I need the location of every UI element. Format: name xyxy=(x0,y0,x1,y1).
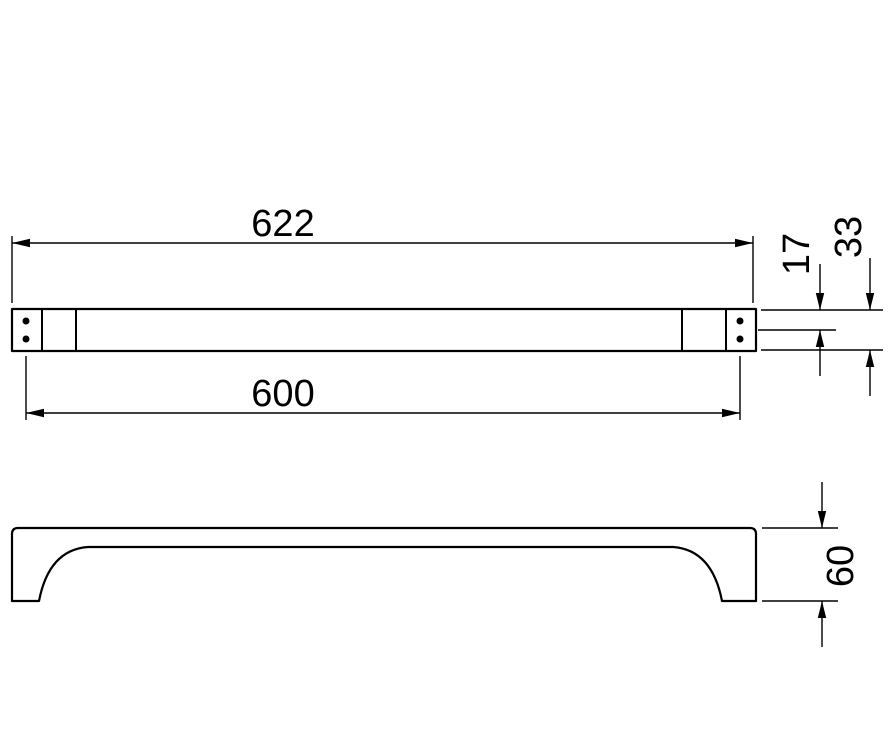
arrowhead-up xyxy=(817,601,827,618)
top-view xyxy=(10,307,758,353)
arrowhead-down xyxy=(865,293,875,310)
dimension-rail-depth: 17 xyxy=(776,233,825,376)
arrowhead-right xyxy=(735,238,753,248)
rail-front-outline xyxy=(10,526,758,603)
arrowhead-down xyxy=(815,293,825,310)
arrowhead-down xyxy=(817,511,827,528)
dimension-endplate-depth: 33 xyxy=(828,216,875,396)
rail-plan-outline xyxy=(10,307,758,353)
screw-hole-top-right xyxy=(736,317,744,325)
dimension-label-endplate-depth: 33 xyxy=(828,216,870,258)
arrowhead-left xyxy=(26,408,44,418)
screw-hole-top-left xyxy=(22,317,30,325)
dimension-label-hole-spacing: 600 xyxy=(251,373,314,415)
dimension-label-overall-height: 60 xyxy=(820,545,862,587)
screw-hole-bottom-left xyxy=(22,335,30,343)
arrowhead-up xyxy=(865,350,875,367)
dimension-label-rail-depth: 17 xyxy=(776,233,818,275)
dimension-hole-spacing: 600 xyxy=(25,356,741,420)
arrowhead-left xyxy=(12,238,30,248)
dimension-overall-height: 60 xyxy=(762,482,862,647)
dimension-overall-length: 622 xyxy=(11,203,754,303)
dimension-label-overall-length: 622 xyxy=(251,203,314,245)
screw-hole-bottom-right xyxy=(736,335,744,343)
arrowhead-up xyxy=(815,330,825,347)
arrowhead-right xyxy=(722,408,740,418)
front-view xyxy=(10,526,758,603)
